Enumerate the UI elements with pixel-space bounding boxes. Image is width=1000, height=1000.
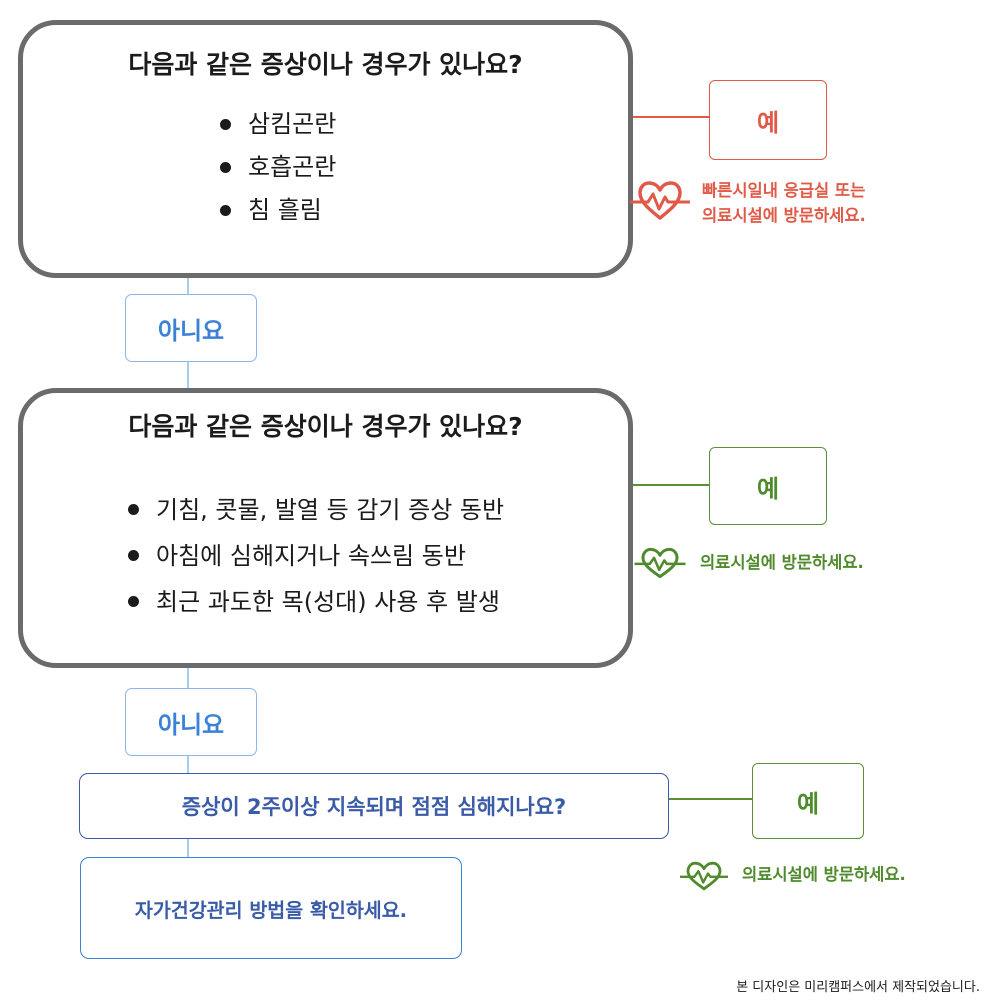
symptom-item: 아침에 심해지거나 속쓰림 동반 bbox=[126, 533, 504, 579]
connector-q1-no1 bbox=[187, 268, 189, 296]
footer-credit: 본 디자인은 미리캠퍼스에서 제작되었습니다. bbox=[736, 980, 980, 995]
connector-q1-yes bbox=[623, 116, 711, 118]
connector-q3-yes bbox=[667, 798, 753, 800]
symptom-item: 침 흘림 bbox=[218, 189, 336, 232]
advice-line-1: 빠른시일내 응급실 또는 bbox=[702, 181, 866, 200]
question-card-2: 다음과 같은 증상이나 경우가 있나요? 기침, 콧물, 발열 등 감기 증상 … bbox=[18, 388, 633, 668]
advice-text-2: 의료시설에 방문하세요. bbox=[700, 553, 864, 572]
heart-pulse-icon bbox=[630, 181, 690, 220]
advice-visit-3: 의료시설에 방문하세요. bbox=[678, 860, 906, 892]
connector-q2-no2 bbox=[187, 656, 189, 688]
no-box-2: 아니요 bbox=[125, 688, 257, 756]
advice-emergency: 빠른시일내 응급실 또는 의료시설에 방문하세요. bbox=[628, 178, 866, 228]
connector-no1-q2 bbox=[187, 360, 189, 390]
heart-pulse-icon bbox=[634, 547, 686, 579]
symptom-item: 호흡곤란 bbox=[218, 146, 336, 189]
question-title-1: 다음과 같은 증상이나 경우가 있나요? bbox=[128, 50, 523, 79]
heart-pulse-icon bbox=[680, 861, 728, 891]
symptom-item: 삼킴곤란 bbox=[218, 103, 336, 146]
self-care-box: 자가건강관리 방법을 확인하세요. bbox=[80, 857, 462, 959]
advice-visit-2: 의료시설에 방문하세요. bbox=[632, 546, 864, 580]
connector-q3-selfcare bbox=[187, 837, 189, 857]
question-card-1: 다음과 같은 증상이나 경우가 있나요? 삼킴곤란 호흡곤란 침 흘림 bbox=[18, 20, 633, 278]
no-box-1: 아니요 bbox=[125, 294, 257, 362]
yes-box-1: 예 bbox=[709, 80, 827, 160]
symptom-item: 기침, 콧물, 발열 등 감기 증상 동반 bbox=[126, 487, 504, 533]
yes-box-2: 예 bbox=[709, 447, 827, 525]
question-card-3: 증상이 2주이상 지속되며 점점 심해지나요? bbox=[79, 773, 669, 839]
symptom-item: 최근 과도한 목(성대) 사용 후 발생 bbox=[126, 579, 504, 625]
advice-line-2: 의료시설에 방문하세요. bbox=[702, 206, 866, 225]
question-title-2: 다음과 같은 증상이나 경우가 있나요? bbox=[128, 412, 523, 441]
yes-box-3: 예 bbox=[752, 763, 864, 839]
advice-text-3: 의료시설에 방문하세요. bbox=[742, 865, 906, 884]
symptom-list-2: 기침, 콧물, 발열 등 감기 증상 동반 아침에 심해지거나 속쓰림 동반 최… bbox=[126, 487, 504, 625]
symptom-list-1: 삼킴곤란 호흡곤란 침 흘림 bbox=[218, 103, 336, 232]
connector-no2-q3 bbox=[187, 754, 189, 774]
connector-q2-yes bbox=[623, 484, 711, 486]
